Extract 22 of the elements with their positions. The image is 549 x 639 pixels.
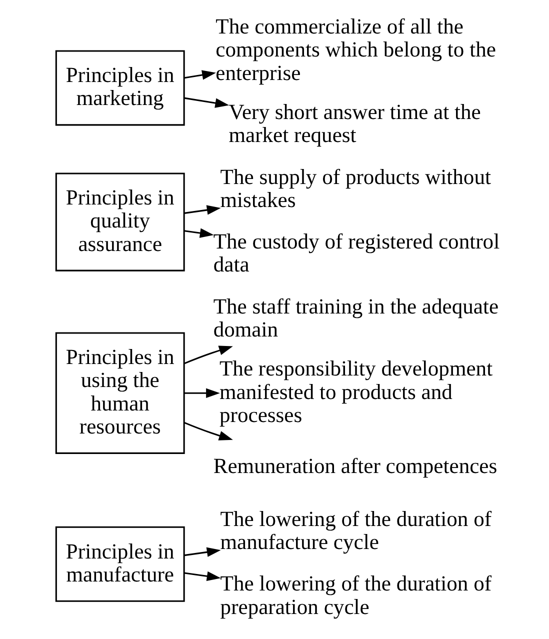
node-box: Principles in manufacture [54,526,184,602]
arrow [184,388,220,398]
arrow [183,346,232,364]
node-text: The supply of products without mistakes [220,164,490,212]
node-box: Principles in quality assurance [54,172,184,272]
arrow [184,97,229,108]
arrow [184,70,216,80]
node-box: Principles in marketing [54,50,184,126]
node-text: Remuneration after competences [212,454,497,478]
node-text: The commercialize of all the components which belong to the enterprise [215,14,496,85]
node-text: The lowering of the duration of manufacture cycle [220,506,492,554]
arrow [184,547,220,557]
node-text: The custody of registered control data [212,230,500,277]
node-text: The responsibility development manifested to products and processes [219,356,492,427]
node-text: The staff training in the adequate domain [212,294,498,342]
node-text: The lowering of the duration of preparation cycle [220,572,492,619]
node-text: Very short answer time at the market request [228,100,480,148]
arrow [183,422,232,440]
node-box: Principles in using the human resources [54,332,184,454]
arrow [184,205,220,215]
arrow [184,571,220,581]
arrow [184,228,214,238]
